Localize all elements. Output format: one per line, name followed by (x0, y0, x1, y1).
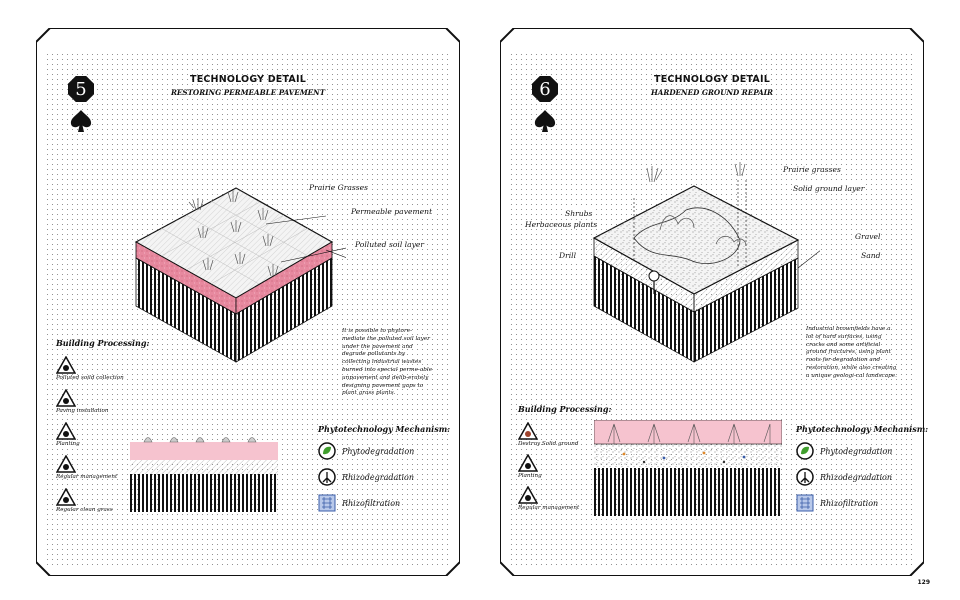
building-processing-heading: Building Processing: (56, 338, 150, 348)
warning-triangle-icon (55, 388, 77, 407)
panel-subtitle: RESTORING PERMEABLE PAVEMENT (170, 88, 326, 97)
step-destroy-solid-ground: Destroy Solid ground (517, 421, 648, 448)
step-paving-installation: Paving installation (55, 388, 186, 415)
root-icon (796, 468, 814, 486)
building-processing-heading: Building Processing: (518, 404, 612, 414)
warning-triangle-icon (55, 355, 77, 374)
warning-triangle-icon (517, 421, 539, 440)
panel-number-badge: 5 (68, 76, 94, 102)
step-planting: Planting (55, 421, 186, 448)
step-regular-management: Regular management (55, 454, 186, 481)
warning-triangle-icon (55, 454, 77, 473)
panel-title: TECHNOLOGY DETAIL (654, 74, 770, 85)
panel-subtitle: HARDENED GROUND REPAIR (650, 88, 774, 97)
leaf-icon (796, 442, 814, 460)
permeable-pavement-block-diagram (134, 187, 346, 363)
warning-triangle-icon (55, 421, 77, 440)
mechanism-rhizodegradation: Rhizodegradation (318, 467, 414, 487)
mechanism-heading: Phytotechnology Mechanism: (318, 424, 451, 434)
filter-icon (796, 494, 814, 512)
label-solid-ground-layer: Solid ground layer (792, 184, 866, 193)
label-permeable-pavement: Permeable pavement (350, 207, 434, 216)
mechanism-rhizodegradation: Rhizodegradation (796, 467, 892, 487)
spade-icon (70, 110, 92, 132)
mechanism-heading: Phytotechnology Mechanism: (796, 424, 929, 434)
description-text: Industrial brownfields have a lot of har… (806, 326, 897, 379)
panel-technology-detail-6: 6 TECHNOLOGY DETAIL HARDENED GROUND REPA… (500, 28, 928, 576)
step-regular-management: Regular management (517, 485, 648, 512)
mechanism-phytodegradation: Phytodegradation (318, 441, 414, 461)
label-drill: Drill (558, 251, 578, 260)
label-prairie-grasses: Prairie Grasses (308, 183, 370, 192)
mechanism-rhizofiltration: Rhizofiltration (318, 493, 400, 513)
warning-triangle-icon (517, 453, 539, 472)
warning-triangle-icon (55, 487, 77, 506)
panel-title: TECHNOLOGY DETAIL (190, 74, 306, 85)
label-prairie-grasses: Prairie grasses (782, 165, 842, 174)
page-number: 129 (917, 579, 930, 586)
panel-number-badge: 6 (532, 76, 558, 102)
step-planting: Planting (517, 453, 648, 480)
label-herbaceous-plants: Herbaceous plants (524, 220, 599, 229)
leaf-icon (318, 442, 336, 460)
warning-triangle-icon (517, 485, 539, 504)
mechanism-rhizofiltration: Rhizofiltration (796, 493, 878, 513)
ground-repair-section-diagram (594, 420, 782, 516)
label-gravel: Gravel (854, 232, 882, 241)
drill-icon (648, 270, 660, 294)
mechanism-phytodegradation: Phytodegradation (796, 441, 892, 461)
label-sand: Sand (860, 251, 882, 260)
step-regular-clean-grass: Regular clean grass (55, 487, 186, 514)
root-icon (318, 468, 336, 486)
filter-icon (318, 494, 336, 512)
description-text: It is possible to phytore-mediate the po… (342, 328, 433, 397)
step-polluted-soil-collection: Polluted soild collection (55, 355, 186, 382)
label-shrubs: Shrubs (564, 209, 594, 218)
spade-icon (534, 110, 556, 132)
pavement-section-diagram (130, 437, 278, 512)
hardened-ground-block-diagram (592, 162, 820, 363)
panel-technology-detail-5: 5 TECHNOLOGY DETAIL RESTORING PERMEABLE … (36, 28, 460, 576)
label-polluted-soil-layer: Polluted soil layer (354, 240, 426, 249)
